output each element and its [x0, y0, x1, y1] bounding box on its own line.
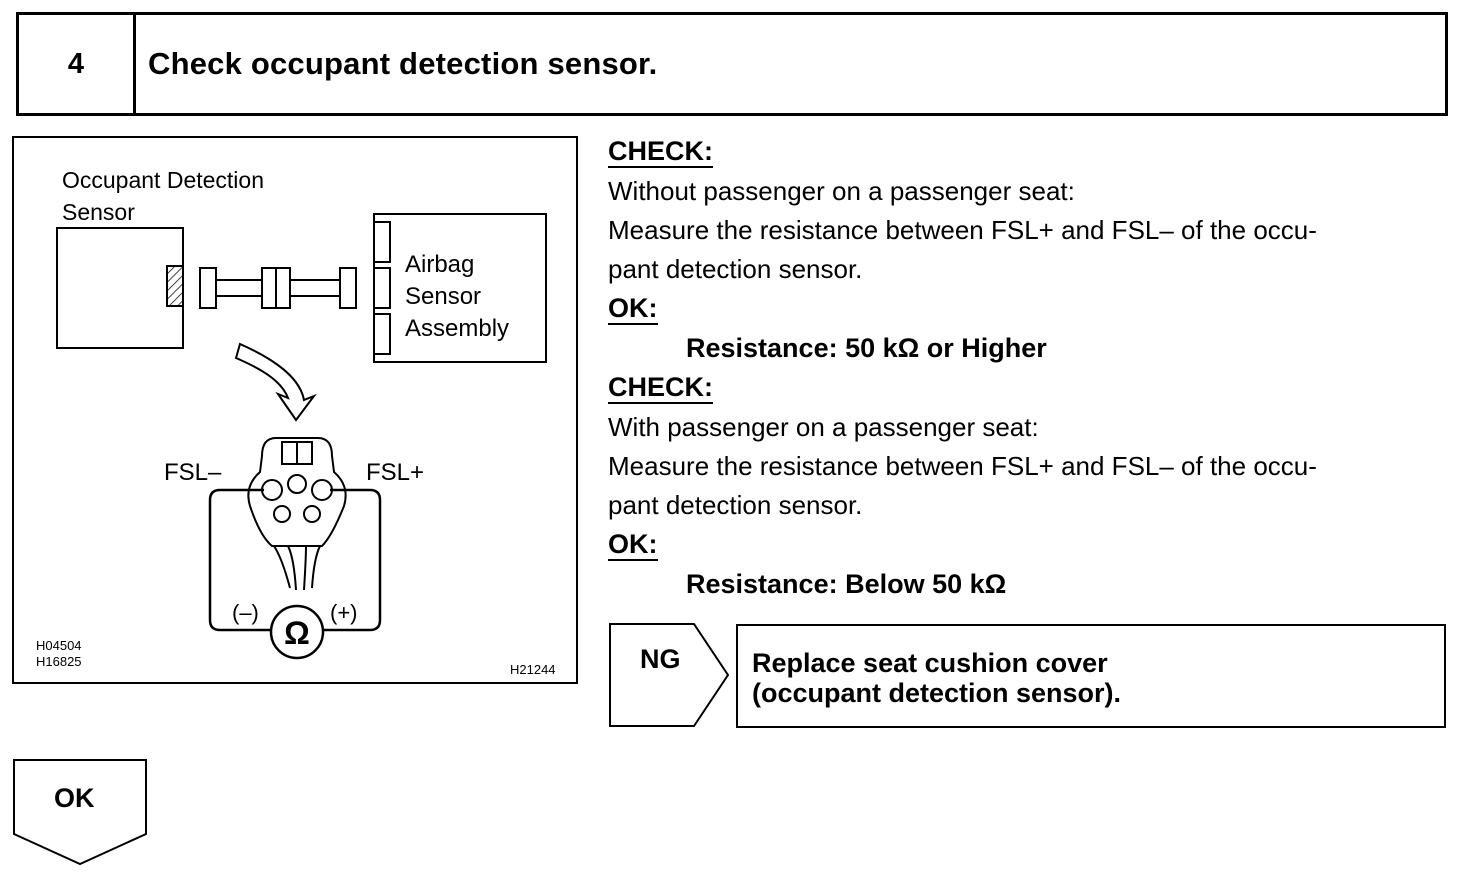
figure-code-2: H16825 — [36, 654, 82, 669]
positive-test-lead — [322, 488, 382, 632]
fsl-plus-label: FSL+ — [366, 459, 424, 486]
connector-face — [247, 437, 347, 591]
ng-label: NG — [640, 644, 681, 674]
check2-condition: With passenger on a passenger seat: — [608, 412, 1039, 442]
sensor-label-line2: Sensor — [62, 199, 135, 225]
step-header: 4 Check occupant detection sensor. — [16, 12, 1448, 116]
minus-terminal-label: (–) — [232, 600, 259, 625]
check1-instruction-line1: Measure the resistance between FSL+ and … — [608, 215, 1317, 245]
check2-instruction-line1: Measure the resistance between FSL+ and … — [608, 451, 1317, 481]
airbag-connectors — [373, 221, 391, 355]
ohm-symbol: Ω — [284, 615, 310, 651]
step-title: Check occupant detection sensor. — [148, 46, 658, 81]
check-heading-1: CHECK: — [608, 136, 713, 168]
step-number: 4 — [19, 15, 136, 113]
connector-diagram: Occupant Detection Sensor Airbag Sensor … — [36, 167, 556, 677]
sensor-connector — [166, 265, 184, 307]
airbag-label-line1: Airbag — [405, 251, 474, 278]
spec-2: Resistance: Below 50 kΩ — [686, 569, 1007, 599]
airbag-label-line2: Sensor — [405, 283, 481, 310]
negative-test-lead — [208, 488, 272, 632]
sensor-label-line1: Occupant Detection — [62, 167, 264, 193]
sensor-box — [56, 227, 184, 349]
check-heading-2: CHECK: — [608, 372, 713, 404]
check1-instruction-line2: pant detection sensor. — [608, 254, 863, 284]
wire-harness — [199, 267, 357, 309]
check1-condition: Without passenger on a passenger seat: — [608, 176, 1075, 206]
ng-pentagon-icon — [609, 623, 730, 727]
plus-terminal-label: (+) — [330, 600, 358, 625]
ok-heading-1: OK: — [608, 293, 658, 325]
fsl-minus-label: FSL– — [164, 459, 222, 486]
figure-code-1: H04504 — [36, 638, 82, 653]
check2-instruction-line2: pant detection sensor. — [608, 490, 863, 520]
airbag-label-line3: Assembly — [405, 315, 509, 342]
ng-action-box: Replace seat cushion cover (occupant det… — [736, 624, 1446, 728]
check-instructions: CHECK: Without passenger on a passenger … — [608, 132, 1454, 604]
ok-heading-2: OK: — [608, 529, 658, 561]
figure-code-3: H21244 — [510, 662, 556, 677]
ng-action-line1: Replace seat cushion cover — [752, 648, 1108, 678]
sensor-illustration: Occupant Detection Sensor Airbag Sensor … — [12, 136, 578, 684]
ok-arrow-icon — [13, 759, 147, 866]
ok-flow-label: OK — [54, 783, 95, 813]
curved-arrow-icon — [234, 342, 317, 422]
ohmmeter-icon — [269, 604, 325, 660]
spec-1: Resistance: 50 kΩ or Higher — [686, 333, 1047, 363]
ng-action-line2: (occupant detection sensor). — [752, 678, 1122, 708]
